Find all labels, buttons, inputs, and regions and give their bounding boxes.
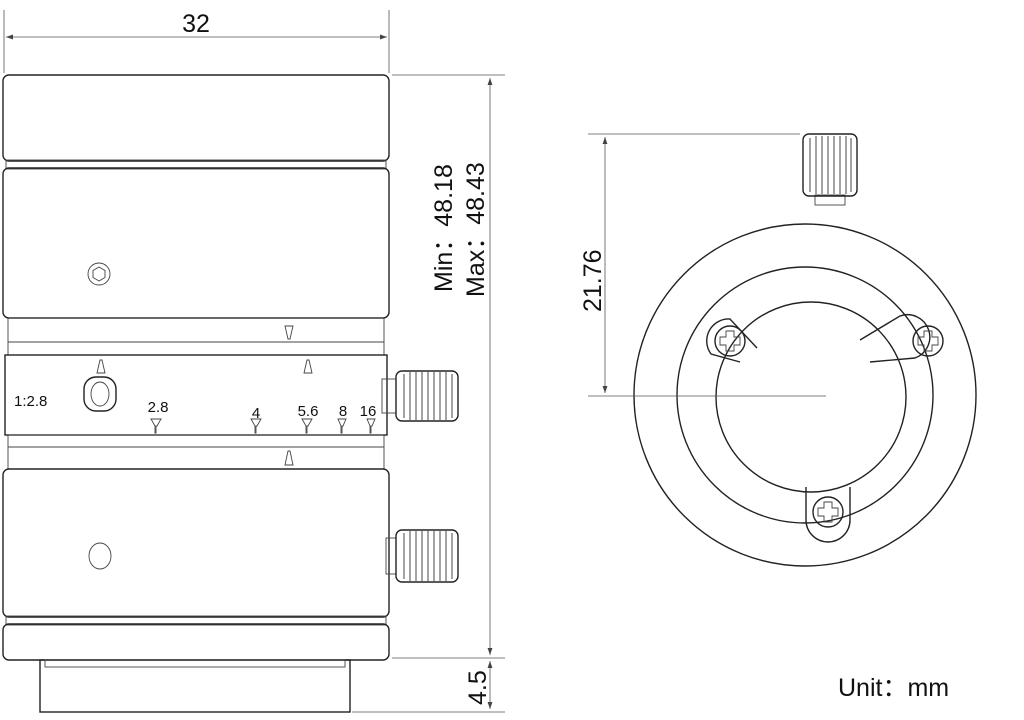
- lens-aperture: [715, 301, 907, 493]
- focus-lock-knob: [385, 529, 459, 583]
- dimension-lines-side: [3, 10, 505, 713]
- mounting-tab: [706, 318, 758, 363]
- set-screw-hole: [87, 262, 111, 286]
- width-dimension-label: 32: [182, 10, 210, 38]
- mounting-tab: [859, 314, 931, 363]
- f-stop-label: 8: [339, 403, 347, 420]
- length-max-label: Max：48.43: [462, 162, 490, 297]
- index-mark: [96, 359, 106, 374]
- front-offset-label: 21.76: [579, 249, 607, 312]
- index-mark: [303, 359, 313, 374]
- f-stop-label: 4: [252, 405, 260, 422]
- cross-screw-icon: [812, 496, 844, 528]
- hex-socket-icon: [92, 266, 106, 282]
- aperture-lock-knob: [381, 370, 459, 422]
- mounting-tab: [805, 487, 851, 543]
- set-screw-hole: [88, 542, 112, 570]
- cross-screw-icon: [912, 325, 944, 357]
- aperture-ratio-label: 1:2.8: [14, 393, 47, 410]
- dimension-lines-front: [588, 133, 826, 397]
- unit-label: Unit：mm: [838, 674, 949, 702]
- index-mark: [284, 325, 294, 340]
- f-stop-label: 16: [360, 403, 377, 420]
- top-lock-knob: [802, 133, 858, 206]
- lens-front-view: [633, 133, 977, 567]
- f-stop-label: 2.8: [148, 399, 169, 416]
- f-stop-label: 5.6: [298, 403, 319, 420]
- cross-screw-icon: [714, 325, 746, 357]
- index-mark: [284, 450, 294, 466]
- length-min-label: Min：48.18: [430, 164, 458, 292]
- aperture-lever: [83, 376, 117, 412]
- lens-side-view: [2, 74, 459, 713]
- mount-depth-label: 4.5: [464, 670, 492, 705]
